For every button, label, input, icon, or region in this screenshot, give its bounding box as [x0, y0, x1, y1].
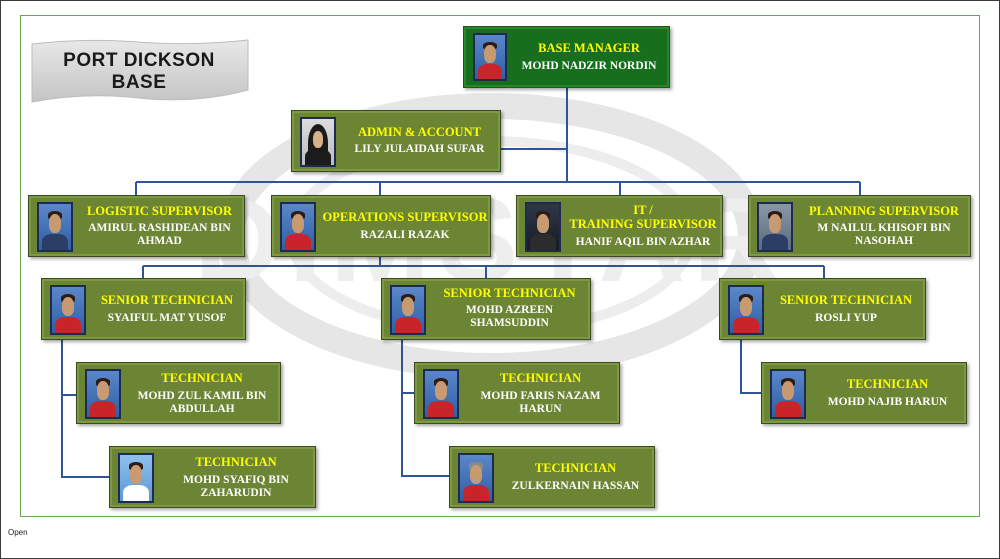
senior-technician-1-role: SENIOR TECHNICIAN: [100, 293, 234, 307]
footer-label: Open: [8, 528, 28, 537]
technician-3-role: TECHNICIAN: [499, 371, 582, 385]
technician-1-name: MOHD ZUL KAMIL BIN ABDULLAH: [137, 390, 267, 415]
technician-4-name: ZULKERNAIN HASSAN: [511, 480, 640, 492]
logistic-supervisor-role: LOGISTIC SUPERVISOR: [86, 204, 233, 218]
technician-2-photo: [118, 453, 154, 503]
it-supervisor-role: IT / TRAINING SUPERVISOR: [569, 203, 717, 231]
node-technician-1: TECHNICIAN MOHD ZUL KAMIL BIN ABDULLAH: [76, 362, 281, 424]
senior-technician-3-role: SENIOR TECHNICIAN: [779, 293, 913, 307]
base-manager-photo: [473, 33, 507, 81]
operations-supervisor-name: RAZALI RAZAK: [360, 229, 450, 241]
planning-supervisor-photo: [757, 202, 793, 252]
node-admin-account: ADMIN & ACCOUNT LILY JULAIDAH SUFAR: [291, 110, 501, 172]
senior-technician-1-name: SYAIFUL MAT YUSOF: [107, 312, 227, 324]
it-supervisor-name: HANIF AQIL BIN AZHAR: [575, 236, 711, 248]
node-logistic-supervisor: LOGISTIC SUPERVISOR AMIRUL RASHIDEAN BIN…: [28, 195, 245, 257]
senior-technician-3-name: ROSLI YUP: [815, 312, 877, 324]
senior-technician-3-photo: [728, 285, 764, 335]
planning-supervisor-name: M NAILUL KHISOFI BIN NASOHAH: [817, 222, 951, 247]
node-planning-supervisor: PLANNING SUPERVISOR M NAILUL KHISOFI BIN…: [748, 195, 971, 257]
technician-4-role: TECHNICIAN: [534, 461, 617, 475]
admin-photo: [300, 117, 336, 167]
technician-5-role: TECHNICIAN: [846, 377, 929, 391]
it-supervisor-photo: [525, 202, 561, 252]
technician-2-name: MOHD SYAFIQ BIN ZAHARUDIN: [183, 474, 289, 499]
logistic-supervisor-name: AMIRUL RASHIDEAN BIN AHMAD: [88, 222, 231, 247]
admin-name: LILY JULAIDAH SUFAR: [354, 143, 485, 155]
title-banner: [31, 39, 249, 103]
node-technician-2: TECHNICIAN MOHD SYAFIQ BIN ZAHARUDIN: [109, 446, 316, 508]
operations-supervisor-photo: [280, 202, 316, 252]
technician-3-photo: [423, 369, 459, 419]
planning-supervisor-role: PLANNING SUPERVISOR: [809, 204, 959, 218]
node-technician-3: TECHNICIAN MOHD FARIS NAZAM HARUN: [414, 362, 620, 424]
technician-1-photo: [85, 369, 121, 419]
senior-technician-2-name: MOHD AZREEN SHAMSUDDIN: [465, 304, 554, 329]
base-manager-role: BASE MANAGER: [538, 41, 640, 55]
node-it-training-supervisor: IT / TRAINING SUPERVISOR HANIF AQIL BIN …: [516, 195, 723, 257]
technician-3-name: MOHD FARIS NAZAM HARUN: [480, 390, 601, 415]
node-base-manager: BASE MANAGER MOHD NADZIR NORDIN: [463, 26, 670, 88]
node-senior-technician-2: SENIOR TECHNICIAN MOHD AZREEN SHAMSUDDIN: [381, 278, 591, 340]
logistic-supervisor-photo: [37, 202, 73, 252]
technician-4-photo: [458, 453, 494, 503]
technician-2-role: TECHNICIAN: [195, 455, 277, 469]
node-senior-technician-3: SENIOR TECHNICIAN ROSLI YUP: [719, 278, 926, 340]
senior-technician-1-photo: [50, 285, 86, 335]
operations-supervisor-role: OPERATIONS SUPERVISOR: [322, 210, 488, 224]
senior-technician-2-role: SENIOR TECHNICIAN: [443, 286, 576, 300]
technician-5-photo: [770, 369, 806, 419]
admin-role: ADMIN & ACCOUNT: [358, 125, 481, 139]
node-technician-4: TECHNICIAN ZULKERNAIN HASSAN: [449, 446, 655, 508]
base-title: PORT DICKSON BASE: [63, 50, 215, 93]
node-technician-5: TECHNICIAN MOHD NAJIB HARUN: [761, 362, 967, 424]
node-operations-supervisor: OPERATIONS SUPERVISOR RAZALI RAZAK: [271, 195, 491, 257]
senior-technician-2-photo: [390, 285, 426, 335]
technician-1-role: TECHNICIAN: [161, 371, 243, 385]
technician-5-name: MOHD NAJIB HARUN: [827, 396, 948, 408]
base-manager-name: MOHD NADZIR NORDIN: [521, 60, 657, 72]
node-senior-technician-1: SENIOR TECHNICIAN SYAIFUL MAT YUSOF: [41, 278, 246, 340]
